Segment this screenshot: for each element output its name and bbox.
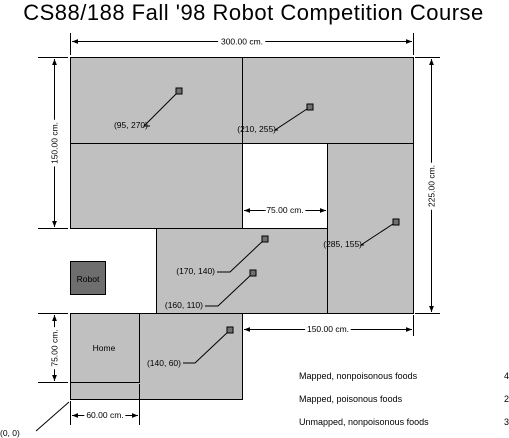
food-coordinate-label: (95, 270) xyxy=(114,120,148,130)
legend-label: Mapped, nonpoisonous foods xyxy=(299,371,418,381)
food-pointer-line xyxy=(359,221,397,246)
food-coordinate-label: (170, 140) xyxy=(176,266,215,276)
food-marker xyxy=(175,87,183,95)
tile-right-column xyxy=(327,143,414,314)
food-coordinate-label: (285, 155) xyxy=(323,239,362,249)
home-label: Home xyxy=(93,343,116,353)
food-marker xyxy=(306,103,314,111)
food-coordinate-label: (160, 110) xyxy=(165,300,203,310)
food-marker xyxy=(261,235,269,243)
tile-center xyxy=(156,228,328,314)
origin-label: (0, 0) xyxy=(0,428,20,438)
food-markers: (95, 270) (210, 255) (285, 155) (170, 140) (… xyxy=(114,87,400,368)
tile-top-left xyxy=(70,57,243,144)
food-coordinate-label: (140, 60) xyxy=(147,358,181,368)
legend-count: 3 xyxy=(503,417,509,427)
food-marker xyxy=(392,218,400,226)
left-height-label: 150.00 cm. xyxy=(50,122,60,164)
food-pointer-line xyxy=(273,106,311,131)
floor-tiles xyxy=(70,57,414,400)
legend-count: 4 xyxy=(503,371,509,381)
legend-label: Unmapped, nonpoisonous foods xyxy=(299,417,429,427)
home-width-label: 60.00 cm. xyxy=(86,410,123,420)
robot xyxy=(70,261,106,295)
robot-label: Robot xyxy=(77,274,100,284)
tile-top-right xyxy=(242,57,414,144)
lower-gap-label: 150.00 cm. xyxy=(307,324,349,334)
tile-mid-left xyxy=(70,143,243,229)
width-dimension-label: 300.00 cm. xyxy=(221,37,263,47)
home-tile xyxy=(70,313,140,383)
page-title: CS88/188 Fall '98 Robot Competition Cour… xyxy=(23,0,484,25)
legend-count: 2 xyxy=(503,394,509,404)
legend-label: Mapped, poisonous foods xyxy=(299,394,403,404)
food-pointer-line xyxy=(205,272,254,307)
food-pointer-line xyxy=(183,329,231,364)
home-height-label: 75.00 cm. xyxy=(50,329,60,366)
upper-gap-label: 75.00 cm. xyxy=(266,205,303,215)
food-marker xyxy=(226,326,234,334)
food-coordinate-label: (210, 255) xyxy=(237,124,276,134)
right-height-label: 225.00 cm. xyxy=(427,165,437,207)
food-marker xyxy=(249,269,257,277)
food-pointer-line xyxy=(142,90,180,127)
origin-pointer xyxy=(35,401,70,432)
food-pointer-line xyxy=(217,238,266,273)
